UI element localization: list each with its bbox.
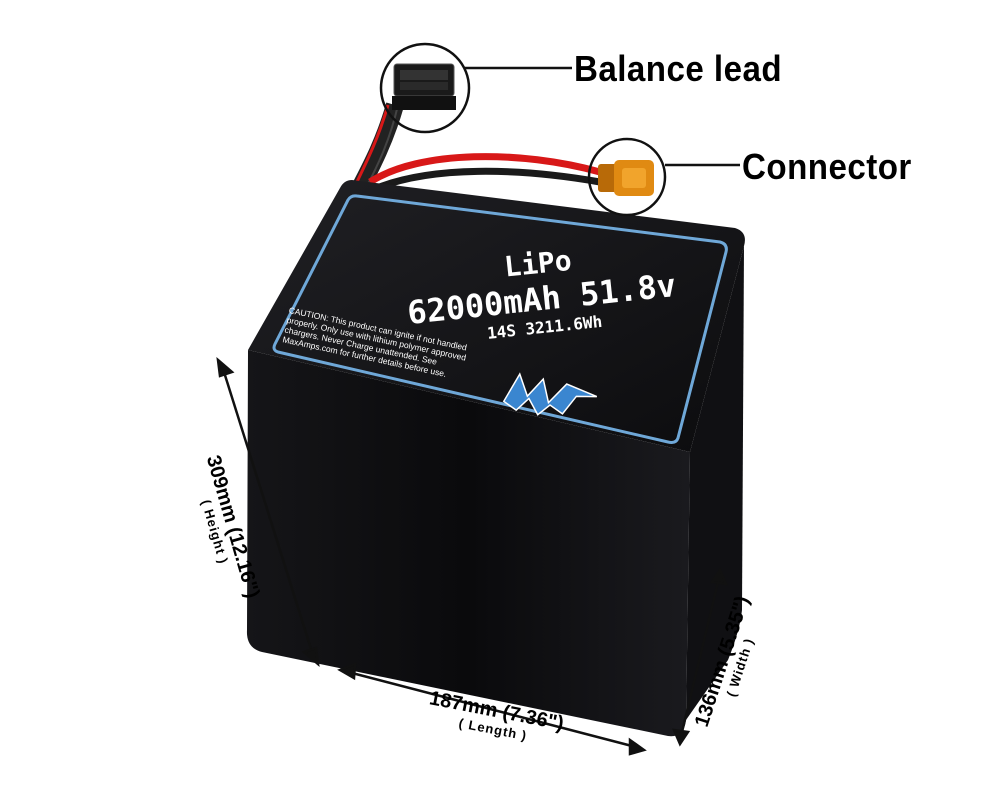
label-border [272, 194, 728, 444]
connector-plug [598, 160, 654, 196]
maxamps-logo [502, 372, 598, 416]
balance-lead-label: Balance lead [574, 48, 783, 89]
power-wires [368, 153, 601, 194]
battery-side-face [686, 246, 744, 720]
connector-label: Connector [742, 146, 912, 187]
balance-lead-highlight-circle [379, 42, 471, 134]
connector-highlight-circle [587, 137, 667, 217]
height-dimension-arrow [216, 356, 320, 668]
battery-front-face [246, 350, 691, 737]
balance-lead-plug [392, 63, 456, 110]
width-dimension-arrow [671, 567, 729, 747]
battery-top-face [248, 180, 745, 452]
length-dimension-arrow [337, 662, 647, 756]
